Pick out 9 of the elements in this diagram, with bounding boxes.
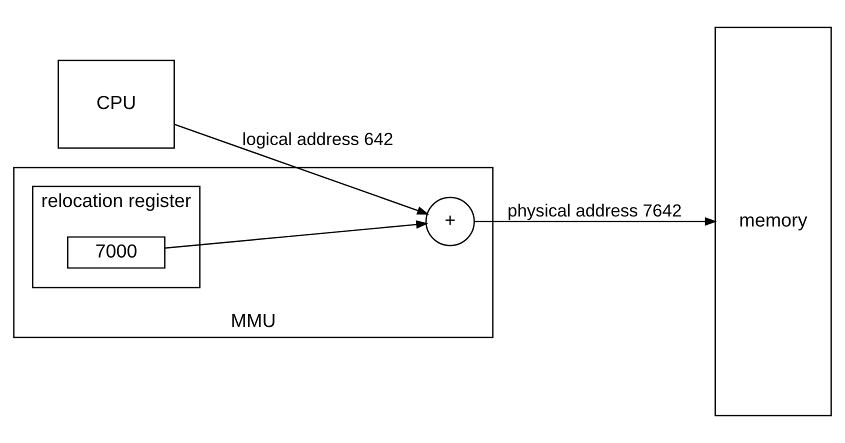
node-box: 7000: [67, 236, 166, 269]
edge-label: physical address 7642: [507, 200, 682, 221]
edge-label: logical address 642: [242, 129, 394, 150]
arrow: [165, 220, 428, 249]
node-box: memory: [714, 26, 832, 416]
node-box: CPU: [58, 60, 175, 149]
node-circle: +: [425, 196, 475, 246]
arrow: [174, 124, 430, 215]
arrow: [474, 217, 718, 226]
